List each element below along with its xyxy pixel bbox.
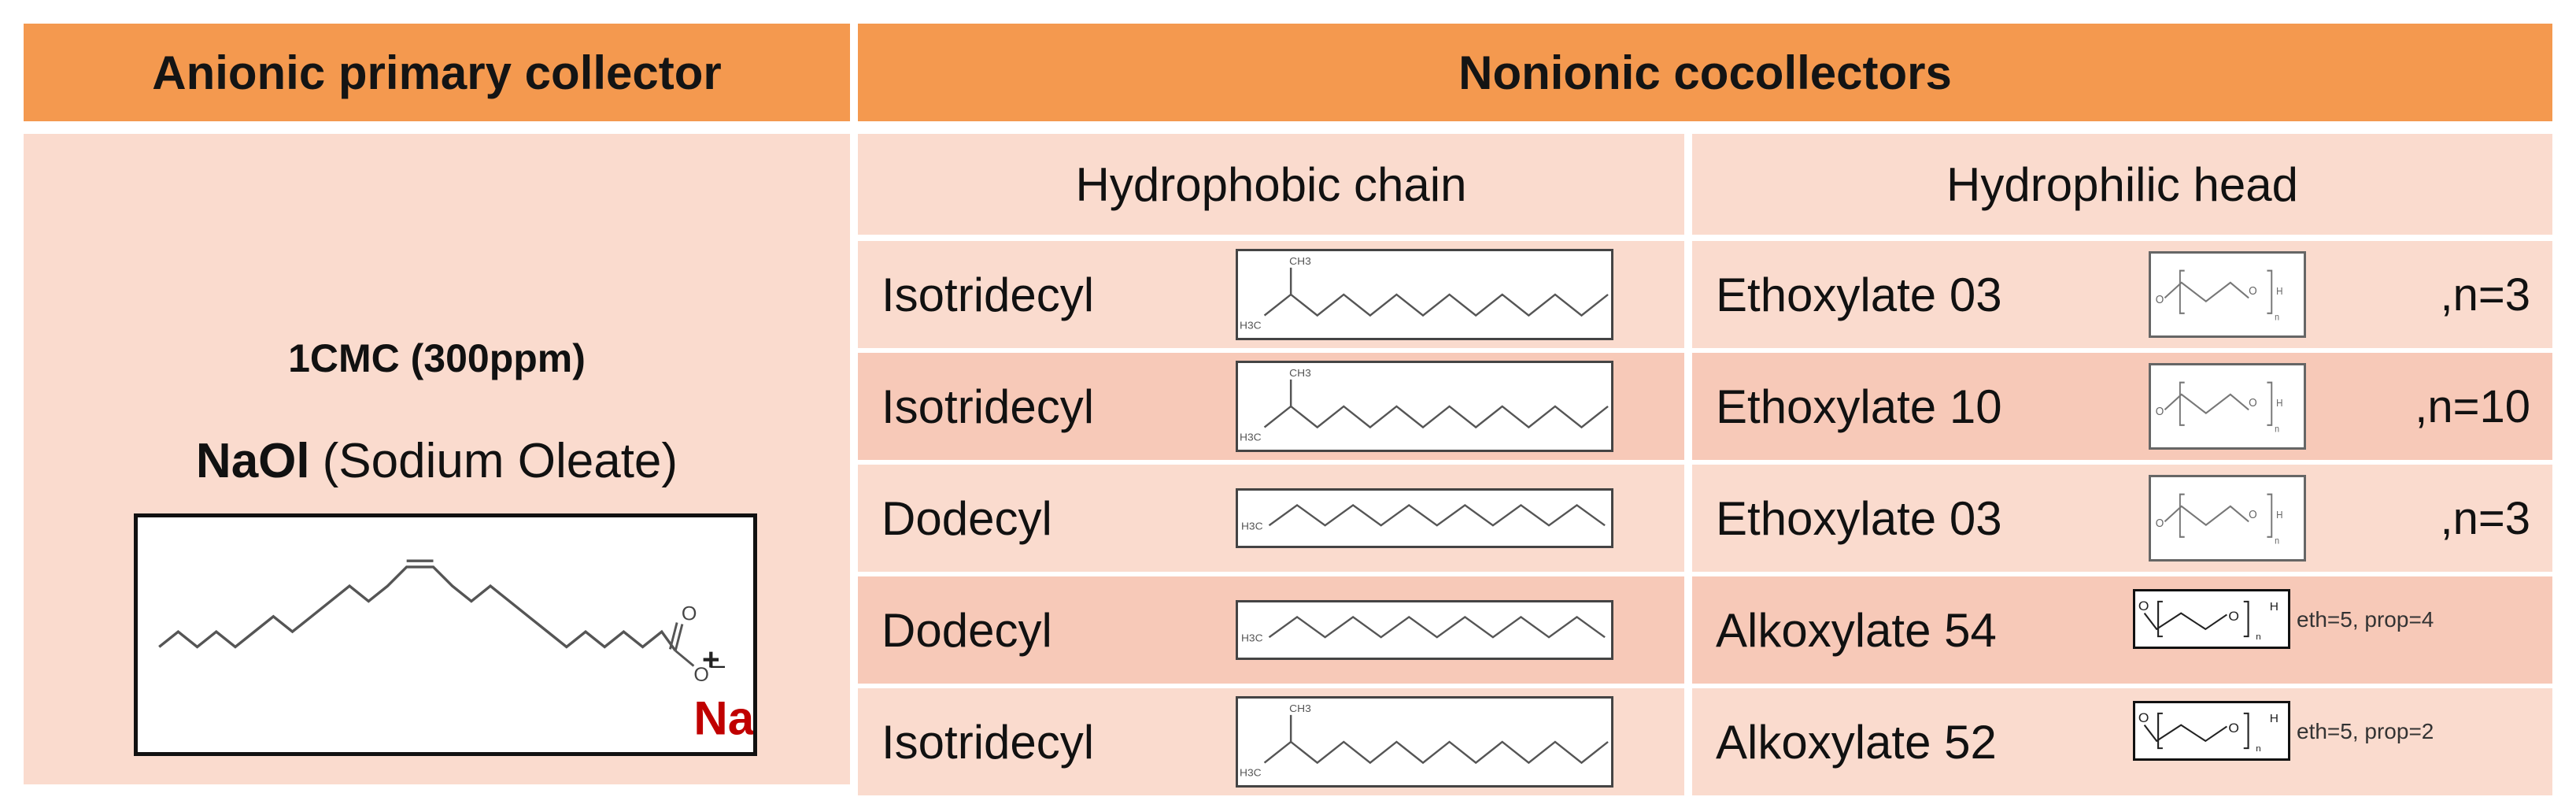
svg-text:O: O bbox=[2156, 405, 2164, 418]
head-cell: Ethoxylate 10 O O H n ,n=10 bbox=[1692, 353, 2552, 460]
repeat-count-label: ,n=3 bbox=[2440, 269, 2531, 321]
ethoxylate-structure: O O H n bbox=[2149, 475, 2306, 562]
carbonyl-oxygen-label: O bbox=[682, 603, 697, 625]
svg-text:O: O bbox=[2249, 508, 2257, 521]
dodecyl-structure: H3C bbox=[1236, 600, 1613, 660]
chain-cell: Dodecyl H3C bbox=[858, 576, 1684, 684]
svg-text:n: n bbox=[2275, 424, 2279, 435]
svg-text:O: O bbox=[2138, 710, 2149, 725]
svg-text:n: n bbox=[2275, 313, 2279, 323]
head-cell: Alkoxylate 52 O O n H eth=5, prop=2 bbox=[1692, 688, 2552, 795]
anion-charge: – bbox=[711, 650, 726, 679]
svg-text:H: H bbox=[2276, 397, 2282, 409]
svg-text:O: O bbox=[2249, 396, 2257, 410]
sodium-oleate-structure: O O – + Na bbox=[134, 513, 757, 756]
alkoxylate-structure: O O n H bbox=[2133, 701, 2290, 761]
collector-name: NaOl (Sodium Oleate) bbox=[24, 425, 850, 496]
carbonyl-bond bbox=[674, 624, 684, 651]
svg-text:H3C: H3C bbox=[1240, 320, 1262, 332]
isotridecyl-structure: CH3 H3C bbox=[1236, 696, 1613, 788]
head-name: Alkoxylate 52 bbox=[1716, 715, 1997, 769]
head-cell: Alkoxylate 54 O O n H eth=5, prop=4 bbox=[1692, 576, 2552, 684]
header-anionic-primary-collector: Anionic primary collector bbox=[24, 24, 850, 121]
svg-text:H3C: H3C bbox=[1240, 432, 1262, 443]
head-name: Alkoxylate 54 bbox=[1716, 603, 1997, 657]
ethoxylate-structure: O O H n bbox=[2149, 251, 2306, 338]
svg-text:O: O bbox=[2249, 284, 2257, 298]
chain-name: Dodecyl bbox=[881, 603, 1052, 657]
ethoxylate-structure: O O H n bbox=[2149, 363, 2306, 450]
carboxylate-oxygen-label: O bbox=[693, 664, 709, 686]
repeat-count-label: ,n=10 bbox=[2415, 380, 2530, 432]
svg-text:O: O bbox=[2228, 609, 2239, 624]
chain-name: Isotridecyl bbox=[881, 715, 1095, 769]
svg-text:O: O bbox=[2156, 293, 2164, 306]
collector-name-full: (Sodium Oleate) bbox=[322, 433, 678, 488]
svg-text:H: H bbox=[2270, 600, 2278, 613]
cation-charge: + bbox=[702, 643, 720, 677]
head-name: Ethoxylate 03 bbox=[1716, 491, 2002, 545]
svg-text:H: H bbox=[2270, 712, 2278, 725]
head-cell: Ethoxylate 03 O O H n ,n=3 bbox=[1692, 241, 2552, 348]
chain-name: Dodecyl bbox=[881, 491, 1052, 545]
svg-text:n: n bbox=[2256, 744, 2260, 754]
chain-name: Isotridecyl bbox=[881, 380, 1095, 433]
svg-text:n: n bbox=[2256, 632, 2260, 642]
carboxylate-bond bbox=[674, 650, 695, 667]
carbonyl-bond-second-line bbox=[669, 622, 678, 650]
svg-text:H: H bbox=[2276, 285, 2282, 297]
head-cell: Ethoxylate 03 O O H n ,n=3 bbox=[1692, 465, 2552, 572]
concentration-label: 1CMC (300ppm) bbox=[288, 336, 586, 380]
svg-text:CH3: CH3 bbox=[1289, 367, 1311, 379]
sodium-cation-label: Na bbox=[693, 692, 753, 745]
chain-cell: Isotridecyl CH3 H3C bbox=[858, 688, 1684, 795]
svg-text:O: O bbox=[2156, 517, 2164, 530]
svg-text:H3C: H3C bbox=[1241, 521, 1263, 532]
alkoxylate-composition-label: eth=5, prop=2 bbox=[2297, 719, 2434, 743]
hydrophilic-head-header: Hydrophilic head bbox=[1692, 134, 2552, 235]
svg-text:H3C: H3C bbox=[1241, 632, 1263, 643]
svg-text:O: O bbox=[2138, 599, 2149, 613]
repeat-count-label: ,n=3 bbox=[2440, 492, 2531, 544]
svg-text:O: O bbox=[2228, 721, 2239, 736]
sodium-oleate-skeletal-formula: O O – + Na bbox=[158, 559, 753, 745]
dodecyl-structure: H3C bbox=[1236, 488, 1613, 548]
alkoxylate-composition-label: eth=5, prop=4 bbox=[2297, 607, 2434, 632]
svg-text:H3C: H3C bbox=[1240, 767, 1262, 779]
collector-name-bold: NaOl bbox=[195, 433, 310, 488]
svg-text:CH3: CH3 bbox=[1289, 255, 1311, 267]
svg-text:CH3: CH3 bbox=[1289, 702, 1311, 714]
isotridecyl-structure: CH3 H3C bbox=[1236, 249, 1613, 340]
chain-name: Isotridecyl bbox=[881, 268, 1095, 321]
chain-cell: Dodecyl H3C bbox=[858, 465, 1684, 572]
alkoxylate-structure: O O n H bbox=[2133, 589, 2290, 649]
chain-cell: Isotridecyl CH3 H3C bbox=[858, 353, 1684, 460]
head-name: Ethoxylate 10 bbox=[1716, 380, 2002, 433]
svg-text:n: n bbox=[2275, 536, 2279, 547]
hydrophobic-chain-header: Hydrophobic chain bbox=[858, 134, 1684, 235]
header-nonionic-cocollectors: Nonionic cocollectors bbox=[858, 24, 2552, 121]
oleate-carbon-chain bbox=[158, 565, 677, 652]
svg-text:H: H bbox=[2276, 509, 2282, 521]
isotridecyl-structure: CH3 H3C bbox=[1236, 361, 1613, 452]
head-name: Ethoxylate 03 bbox=[1716, 268, 2002, 321]
chain-cell: Isotridecyl CH3 H3C bbox=[858, 241, 1684, 348]
